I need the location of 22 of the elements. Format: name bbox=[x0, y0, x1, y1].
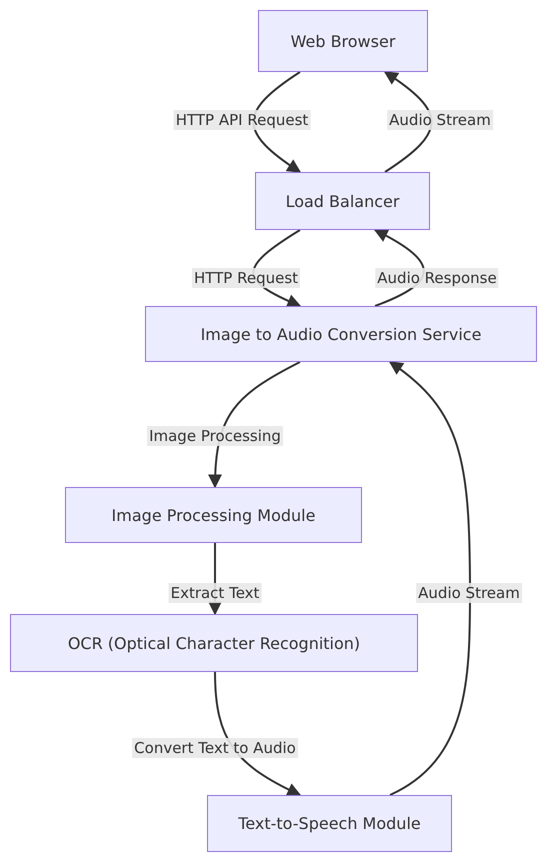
edge-label: HTTP Request bbox=[192, 268, 300, 288]
arrow bbox=[208, 361, 300, 488]
node-label: OCR (Optical Character Recognition) bbox=[68, 634, 360, 652]
node-label: Text-to-Speech Module bbox=[238, 814, 421, 833]
process-box bbox=[145, 306, 537, 362]
node-label: Load Balancer bbox=[286, 192, 400, 210]
edge-label: Audio Response bbox=[375, 268, 499, 288]
edge-label: HTTP API Request bbox=[174, 110, 310, 130]
process-box bbox=[207, 795, 452, 852]
edge-label: Audio Stream bbox=[416, 583, 522, 603]
node-label: Image Processing Module bbox=[112, 506, 316, 524]
node-label: Web Browser bbox=[290, 32, 396, 50]
edge-label: Image Processing bbox=[147, 426, 283, 446]
process-box bbox=[65, 487, 362, 543]
node-label: Image to Audio Conversion Service bbox=[200, 324, 482, 344]
arrow bbox=[388, 361, 471, 796]
process-box bbox=[255, 172, 430, 230]
process-box bbox=[10, 614, 418, 672]
edge-label: Convert Text to Audio bbox=[132, 738, 298, 758]
process-box bbox=[258, 10, 428, 72]
edge-label: Extract Text bbox=[168, 583, 262, 603]
edge-label: Audio Stream bbox=[387, 110, 493, 130]
